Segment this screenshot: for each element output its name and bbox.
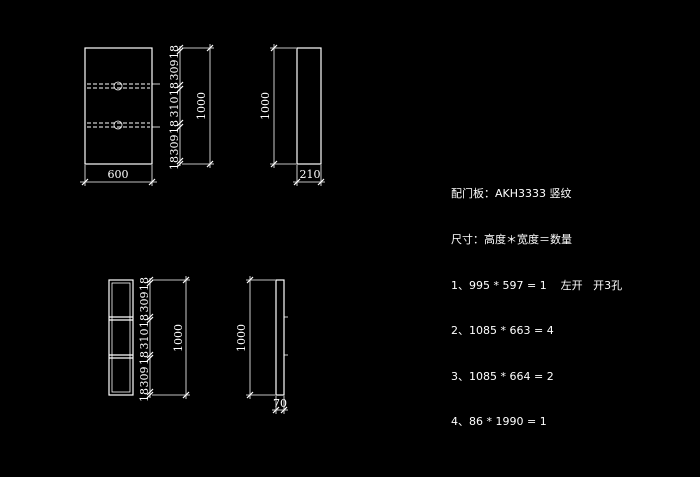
segment-dim: 18: [138, 351, 151, 365]
dim-tick: [293, 178, 301, 186]
dim-tick: [270, 44, 278, 52]
note-size-header: 尺寸：高度＊宽度＝数量: [451, 233, 572, 246]
dim-tick: [182, 391, 190, 399]
dim-tick: [280, 406, 288, 414]
top-side-height-dim: 1000: [259, 92, 272, 120]
handle-hole-icon: [113, 81, 123, 91]
segment-dim: 18: [168, 45, 181, 59]
segment-ticks: [146, 276, 154, 399]
bottom-front-view: 18 309 18 310 18 309 18 1000: [108, 276, 190, 402]
bottom-side-height-dim: 1000: [235, 324, 248, 352]
top-front-width-dim: 600: [108, 168, 129, 181]
top-front-view: 600 18 309 18 310 18 309 18 1000: [80, 44, 214, 186]
segment-dim: 309: [168, 135, 181, 156]
segment-dim: 310: [168, 97, 181, 118]
dim-tick: [148, 178, 156, 186]
top-front-outline: [84, 47, 153, 165]
note-material-line: 配门板：AKH3333 竖纹: [451, 187, 572, 201]
bottom-front-height-dim: 1000: [172, 324, 185, 352]
top-side-depth-dim: 210: [300, 168, 321, 181]
dim-tick: [182, 276, 190, 284]
segment-dim: 310: [138, 329, 151, 350]
dim-tick: [317, 178, 325, 186]
bottom-side-view: 1000 70: [235, 276, 288, 414]
segment-dim: 309: [168, 60, 181, 81]
top-front-height-dim: 1000: [195, 92, 208, 120]
segment-dim: 18: [138, 314, 151, 328]
segment-dim: 18: [168, 156, 181, 170]
dim-tick: [272, 406, 280, 414]
segment-dim: 18: [168, 82, 181, 96]
bottom-front-inner: [111, 282, 131, 393]
dim-tick: [206, 160, 214, 168]
dim-tick: [206, 44, 214, 52]
dim-tick: [81, 178, 89, 186]
note-item-3: 3、1085 * 664 = 2: [451, 369, 554, 383]
segment-dim: 309: [138, 292, 151, 313]
segment-dim: 18: [138, 277, 151, 291]
segment-dim: 18: [168, 120, 181, 134]
dim-tick: [270, 160, 278, 168]
bottom-side-outline: [275, 279, 285, 396]
segment-dim: 309: [138, 367, 151, 388]
door-panel-notes: 配门板：AKH3333 竖纹 尺寸：高度＊宽度＝数量 1、995 * 597 =…: [451, 156, 622, 445]
dim-tick: [246, 391, 254, 399]
dim-tick: [246, 276, 254, 284]
bottom-front-outline: [108, 279, 134, 396]
segment-ticks: [176, 44, 184, 168]
note-item-2: 2、1085 * 663 = 4: [451, 324, 554, 338]
note-item-1: 1、995 * 597 = 1 左开 开3孔: [451, 278, 623, 292]
top-side-outline: [296, 47, 322, 165]
top-side-view: 1000 210: [259, 44, 325, 186]
handle-hole-icon: [113, 120, 123, 130]
note-item-4: 4、86 * 1990 = 1: [451, 415, 547, 429]
segment-dim: 18: [138, 388, 151, 402]
bottom-side-depth-dim: 70: [273, 397, 287, 410]
